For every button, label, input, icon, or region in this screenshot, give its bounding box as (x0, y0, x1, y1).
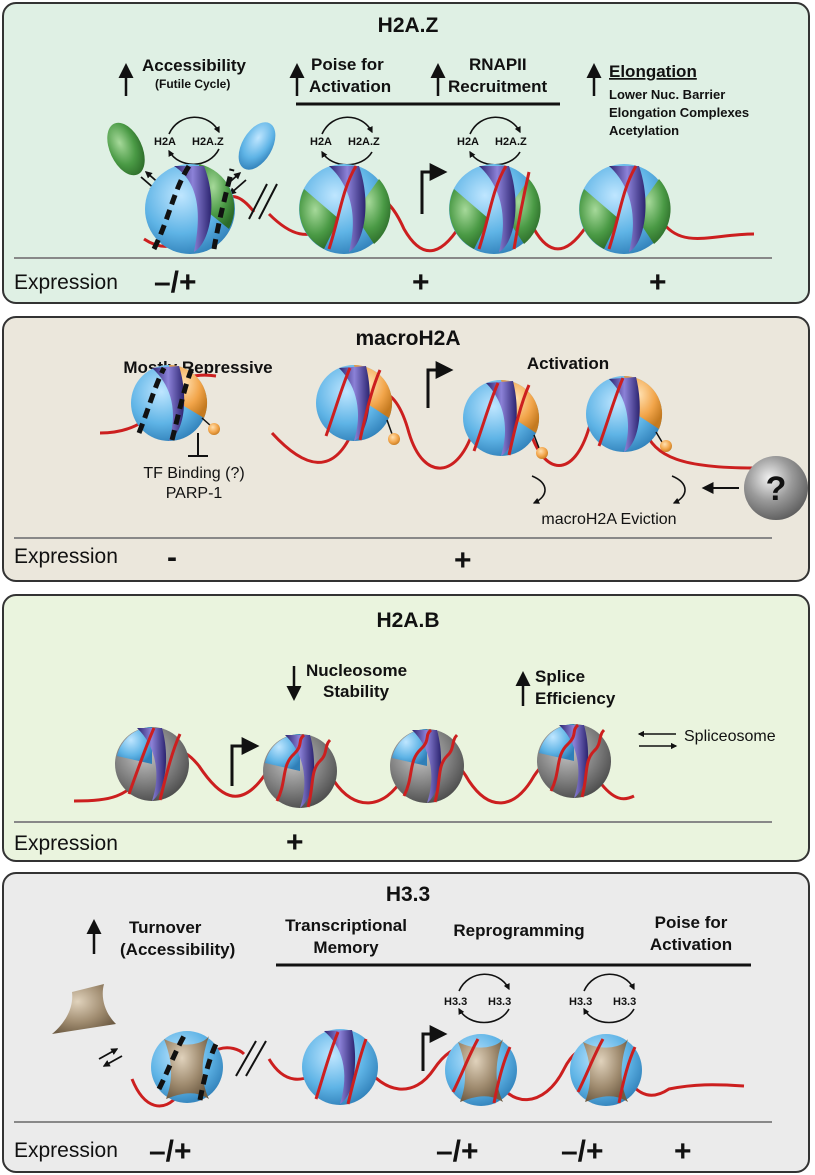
svg-text:H2A.Z: H2A.Z (348, 136, 380, 148)
h33-nucleosome-3 (445, 1034, 517, 1106)
h2ab-nucleosome-4 (537, 723, 611, 798)
poise-label-1: Poise for (655, 913, 728, 932)
svg-text:H2A: H2A (457, 136, 479, 148)
swap-cycle-2: H2A H2A.Z (310, 116, 380, 166)
h33-nucleosome-2 (302, 1029, 378, 1105)
spliceosome-arrows (637, 730, 678, 750)
nucleosome-repressed (131, 364, 220, 441)
swap-cycle-2: H3.3 H3.3 (569, 973, 636, 1024)
nucleosome-4 (579, 164, 671, 254)
futile-cycle-label: (Futile Cycle) (155, 77, 230, 91)
h33-title: H3.3 (386, 883, 430, 906)
break-mark (235, 1040, 267, 1077)
h33-nucleosome-4 (570, 1034, 642, 1106)
nuc-stability-label-1: Nucleosome (306, 661, 407, 680)
nucleosome-3 (449, 164, 541, 254)
activation-label: Activation (527, 354, 609, 373)
poise-label-2: Activation (309, 77, 391, 96)
rnapii-label-2: Recruitment (448, 77, 548, 96)
up-arrows (118, 63, 602, 96)
tss-arrow (230, 737, 260, 786)
svg-text:H3.3: H3.3 (569, 996, 592, 1008)
nucleosome-active-3 (586, 375, 672, 452)
free-h2az-dimer (107, 122, 145, 176)
turnover-label: Turnover (129, 918, 202, 937)
h33-diagram: H3.3 Turnover (Accessibility) Transcript… (14, 883, 772, 1168)
swap-cycle-1: H2A H2A.Z (154, 116, 224, 165)
expression-value-1: + (286, 826, 304, 859)
svg-text:H3.3: H3.3 (488, 996, 511, 1008)
free-h33-dimer (52, 984, 116, 1034)
h2az-title: H2A.Z (378, 14, 439, 37)
h2az-panel: H2A.Z Accessibility (Futile Cycle) Poise… (2, 2, 810, 304)
spliceosome-label: Spliceosome (684, 728, 776, 745)
exchange-arrows (98, 1048, 123, 1067)
tf-binding-label: TF Binding (?) (143, 465, 244, 482)
nucleosome-active-1 (316, 364, 400, 445)
free-h2a-dimer (238, 122, 276, 170)
acetylation-label: Acetylation (609, 123, 679, 138)
expression-value-2: + (454, 544, 472, 577)
expression-value-1: –/+ (149, 1135, 192, 1168)
tss-arrow (420, 163, 448, 214)
h33-panel: H3.3 Turnover (Accessibility) Transcript… (2, 872, 810, 1173)
eviction-arrows (531, 475, 686, 504)
break-mark (248, 183, 278, 220)
h2ab-title: H2A.B (376, 609, 439, 632)
h2ab-nucleosome-1 (115, 727, 189, 801)
nucleosome-2 (299, 164, 391, 254)
nucleosome-1 (145, 164, 235, 254)
expression-value-1: –/+ (154, 266, 197, 299)
expression-label: Expression (14, 545, 118, 568)
poise-label-2: Activation (650, 935, 732, 954)
h2ab-panel: H2A.B Nucleosome Stability Splice Effici… (2, 594, 810, 862)
expression-label: Expression (14, 832, 118, 855)
elongation-label: Elongation (609, 62, 697, 81)
tss-arrow (426, 361, 454, 408)
unknown-factor (744, 456, 808, 520)
svg-text:H2A: H2A (154, 136, 176, 148)
expression-value-2: –/+ (436, 1135, 479, 1168)
transcriptional-label: Transcriptional (285, 916, 407, 935)
svg-text:H2A.Z: H2A.Z (192, 136, 224, 148)
swap-cycle-1: H3.3 H3.3 (444, 973, 511, 1024)
macroh2a-title: macroH2A (355, 327, 460, 350)
splice-label-1: Splice (535, 667, 585, 686)
expression-value-3: + (649, 266, 667, 299)
h2ab-nucleosome-2 (263, 733, 337, 808)
elongation-complexes-label: Elongation Complexes (609, 105, 749, 120)
expression-value-1: - (167, 541, 177, 574)
splice-label-2: Efficiency (535, 689, 616, 708)
unknown-label: ? (766, 470, 787, 508)
poise-label-1: Poise for (311, 55, 384, 74)
h2az-diagram: H2A.Z Accessibility (Futile Cycle) Poise… (14, 14, 772, 299)
svg-text:H3.3: H3.3 (444, 996, 467, 1008)
expression-value-4: + (674, 1135, 692, 1168)
dna-strand (130, 1045, 745, 1108)
macroh2a-panel: macroH2A Mostly Repressive Activation TF… (2, 316, 810, 582)
eviction-label: macroH2A Eviction (541, 511, 676, 528)
swap-cycle-3: H2A H2A.Z (457, 116, 527, 166)
lower-barrier-label: Lower Nuc. Barrier (609, 87, 725, 102)
svg-text:H3.3: H3.3 (613, 996, 636, 1008)
svg-text:H2A.Z: H2A.Z (495, 136, 527, 148)
h2ab-nucleosome-3 (390, 728, 464, 803)
tss-arrow (421, 1025, 448, 1071)
svg-text:H2A: H2A (310, 136, 332, 148)
macroh2a-diagram: macroH2A Mostly Repressive Activation TF… (14, 327, 808, 577)
expression-label: Expression (14, 1139, 118, 1162)
expression-value-3: –/+ (561, 1135, 604, 1168)
h2ab-diagram: H2A.B Nucleosome Stability Splice Effici… (14, 609, 776, 859)
nuc-stability-label-2: Stability (323, 682, 390, 701)
nucleosome-active-2 (463, 379, 548, 459)
parp1-label: PARP-1 (166, 485, 223, 502)
accessibility-label: Accessibility (142, 56, 246, 75)
expression-value-2: + (412, 266, 430, 299)
rnapii-label-1: RNAPII (469, 55, 527, 74)
reprogramming-label: Reprogramming (453, 921, 584, 940)
h33-nucleosome-1 (151, 1031, 223, 1103)
expression-label: Expression (14, 271, 118, 294)
memory-label: Memory (313, 938, 379, 957)
accessibility-label: (Accessibility) (120, 940, 235, 959)
